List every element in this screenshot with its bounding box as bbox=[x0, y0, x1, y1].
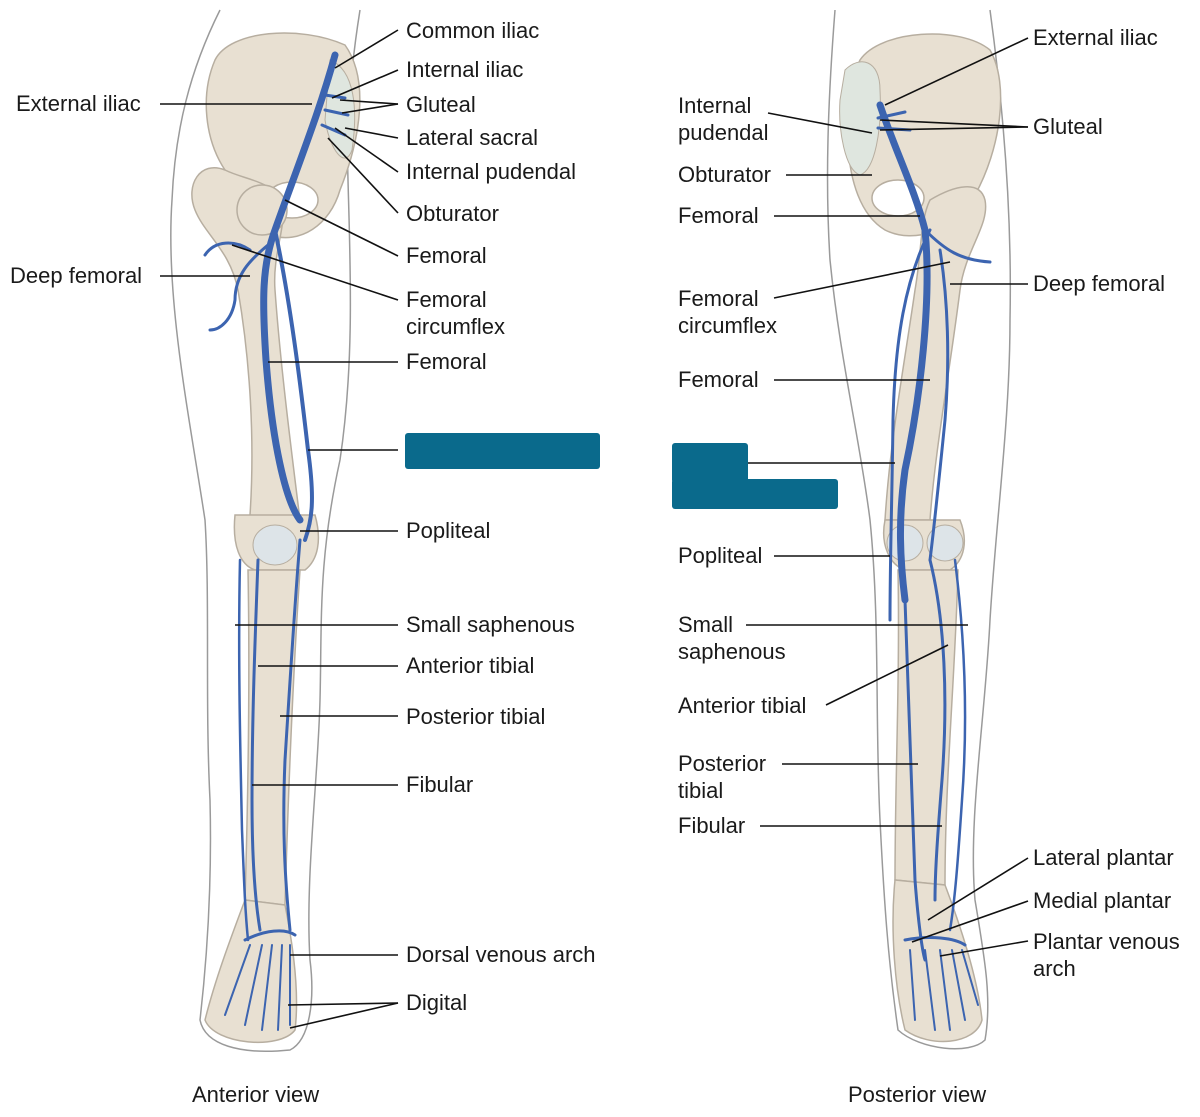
posterior-condyle-right bbox=[926, 524, 964, 562]
label-posterior-medial-plantar: Medial plantar bbox=[1033, 888, 1172, 913]
label-anterior-lateral-sacral: Lateral sacral bbox=[406, 125, 539, 150]
posterior-veins bbox=[876, 101, 992, 1031]
label-anterior-external-iliac: External iliac bbox=[16, 91, 141, 116]
label-anterior-femoral-upper: Femoral bbox=[406, 243, 487, 268]
posterior-condyle-left bbox=[886, 524, 924, 562]
label-posterior-fibular: Fibular bbox=[678, 813, 746, 838]
label-anterior-small-saphenous: Small saphenous bbox=[406, 612, 575, 637]
anterior-view-title: Anterior view bbox=[192, 1082, 320, 1107]
label-posterior-internal-pudendal: Internal pudendal bbox=[678, 93, 769, 145]
anterior-patella bbox=[252, 524, 298, 566]
label-posterior-obturator: Obturator bbox=[678, 162, 771, 187]
anterior-leg bbox=[170, 9, 361, 1052]
label-anterior-popliteal: Popliteal bbox=[406, 518, 491, 543]
covered-label-box-posterior-bottom bbox=[672, 479, 838, 509]
posterior-leg bbox=[826, 9, 1012, 1050]
posterior-sacrum bbox=[839, 61, 881, 176]
label-posterior-anterior-tibial: Anterior tibial bbox=[678, 693, 807, 718]
label-posterior-lateral-plantar: Lateral plantar bbox=[1033, 845, 1174, 870]
covered-label-box-posterior-top bbox=[672, 443, 748, 483]
label-posterior-external-iliac: External iliac bbox=[1033, 25, 1158, 50]
label-posterior-popliteal: Popliteal bbox=[678, 543, 763, 568]
posterior-femur bbox=[884, 186, 987, 521]
label-anterior-internal-iliac: Internal iliac bbox=[406, 57, 524, 82]
label-anterior-femoral-lower: Femoral bbox=[406, 349, 487, 374]
label-posterior-small-saphenous: Small saphenous bbox=[678, 612, 786, 664]
label-anterior-internal-pudendal: Internal pudendal bbox=[406, 159, 577, 184]
leader-lines bbox=[160, 29, 1029, 1029]
anterior-skin-outline bbox=[170, 9, 361, 1052]
posterior-foot bbox=[892, 879, 983, 1043]
label-anterior-fibular: Fibular bbox=[406, 772, 474, 797]
label-anterior-gluteal: Gluteal bbox=[406, 92, 476, 117]
label-anterior-deep-femoral: Deep femoral bbox=[10, 263, 143, 288]
label-anterior-common-iliac: Common iliac bbox=[406, 18, 540, 43]
label-posterior-femoral-lower: Femoral bbox=[678, 367, 759, 392]
label-posterior-plantar-venous-arch: Plantar venous arch bbox=[1033, 929, 1180, 981]
label-anterior-obturator: Obturator bbox=[406, 201, 499, 226]
anterior-foot bbox=[204, 899, 298, 1043]
posterior-view-title: Posterior view bbox=[848, 1082, 987, 1107]
label-anterior-anterior-tibial: Anterior tibial bbox=[406, 653, 535, 678]
label-anterior-digital: Digital bbox=[406, 990, 468, 1015]
posterior-skin-outline bbox=[826, 9, 1012, 1050]
label-posterior-posterior-tibial: Posterior tibial bbox=[678, 751, 767, 803]
covered-label-box-anterior bbox=[405, 433, 600, 469]
label-anterior-femoral-circumflex: Femoral circumflex bbox=[406, 287, 506, 339]
label-posterior-gluteal: Gluteal bbox=[1033, 114, 1103, 139]
label-anterior-posterior-tibial: Posterior tibial bbox=[406, 704, 546, 729]
label-posterior-femoral-circumflex: Femoral circumflex bbox=[678, 286, 778, 338]
label-posterior-femoral-upper: Femoral bbox=[678, 203, 759, 228]
label-posterior-deep-femoral: Deep femoral bbox=[1033, 271, 1166, 296]
label-anterior-dorsal-venous-arch: Dorsal venous arch bbox=[406, 942, 596, 967]
